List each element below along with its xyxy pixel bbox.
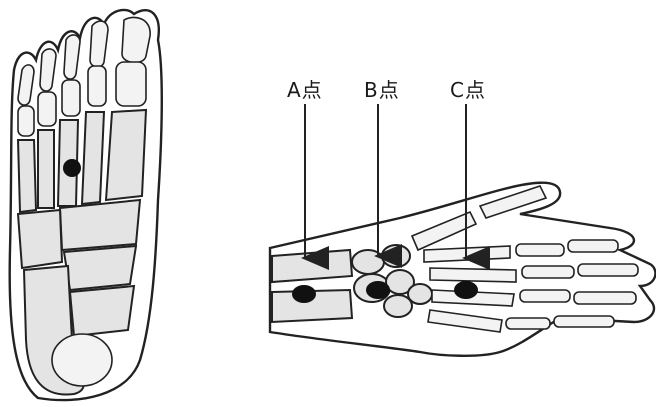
foot-cuneiform: [60, 200, 140, 250]
foot-phalanx-3: [62, 80, 80, 116]
foot-metatarsal-1: [106, 110, 146, 200]
hand-finger-4-dist: [574, 292, 636, 304]
hand-radius: [272, 250, 352, 282]
hand-finger-2-prox: [516, 244, 564, 256]
foot-talus: [70, 286, 134, 336]
foot-toe-1: [122, 17, 150, 62]
foot-metatarsal-4: [38, 130, 54, 208]
point-b-marker: [366, 281, 390, 299]
foot-phalanx-1: [116, 62, 146, 106]
hand-carpal-1: [352, 250, 384, 274]
label-point-a: A点: [287, 74, 323, 103]
foot-phalanx-2: [88, 66, 106, 106]
point-a-marker: [292, 285, 316, 303]
foot-heel: [52, 334, 112, 386]
foot-phalanx-5: [18, 106, 34, 136]
foot-metatarsal-2: [82, 112, 104, 204]
foot-cuboid: [18, 210, 62, 268]
hand-finger-5-prox: [506, 318, 550, 329]
label-point-c: C点: [450, 74, 486, 103]
hand-carpal-5: [384, 295, 412, 317]
foot-point-marker: [63, 159, 81, 177]
hand-finger-3-prox: [522, 266, 574, 278]
foot-phalanx-4: [38, 92, 56, 126]
hand-carpal-3: [382, 245, 410, 267]
hand-metacarpal-3: [430, 268, 516, 282]
hand-finger-5-dist: [554, 316, 614, 327]
label-point-b: B点: [364, 74, 400, 103]
hand-finger-4-prox: [520, 290, 570, 302]
hand-carpal-6: [408, 284, 432, 304]
hand-illustration: [270, 104, 655, 356]
hand-finger-3-dist: [578, 264, 638, 276]
point-c-marker: [454, 281, 478, 299]
hand-finger-2-dist: [568, 240, 618, 252]
foot-navicular: [64, 246, 136, 290]
foot-illustration: [10, 10, 162, 400]
foot-metatarsal-5: [18, 140, 36, 212]
